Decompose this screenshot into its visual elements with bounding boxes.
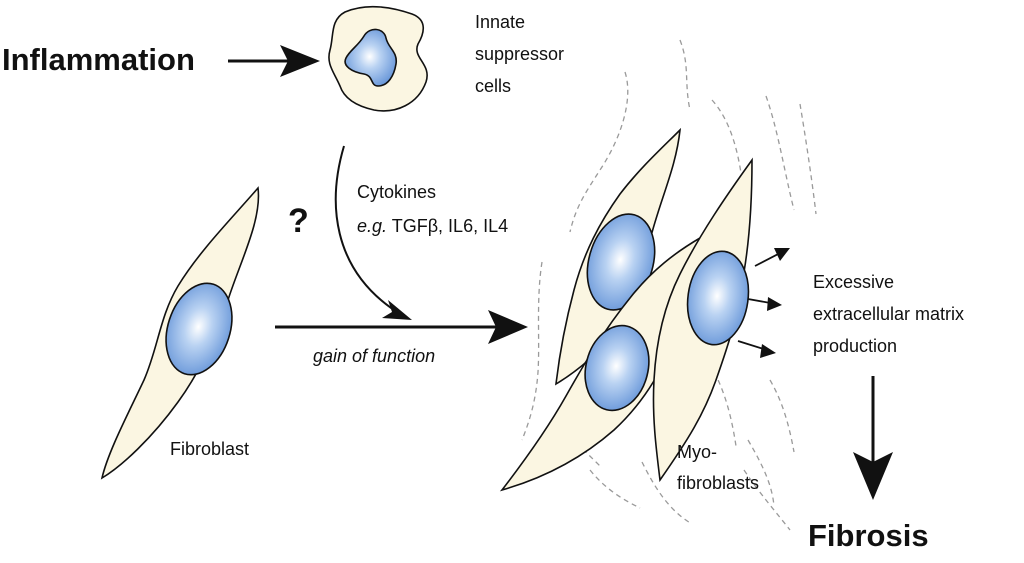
cytokines-eg: e.g. — [357, 216, 387, 236]
myofibroblast-label-line1: Myo- — [677, 442, 717, 462]
myofibroblast-cell-2 — [499, 236, 701, 492]
myofibroblast-cell-1 — [555, 127, 682, 386]
ecm-label-line2: extracellular matrix — [813, 304, 964, 324]
ecm-label-line3: production — [813, 336, 897, 356]
cytokines-label-line2: e.g. TGFβ, IL6, IL4 — [357, 216, 508, 236]
cytokine-curved-arrow — [334, 145, 412, 320]
innate-label-line2: suppressor — [475, 44, 564, 64]
innate-suppressor-cell — [328, 5, 428, 112]
cytokines-label-line1: Cytokines — [357, 182, 436, 202]
innate-label-line3: cells — [475, 76, 511, 96]
gain-of-function-arrow — [275, 310, 528, 344]
fibrosis-arrow — [853, 376, 893, 500]
myofibroblast-label-line2: fibroblasts — [677, 473, 759, 493]
fibroblast-label: Fibroblast — [170, 439, 249, 459]
cytokines-label: Cytokines e.g. TGFβ, IL6, IL4 — [357, 182, 508, 236]
ecm-label-line1: Excessive — [813, 272, 894, 292]
question-mark: ? — [288, 202, 309, 240]
fibroblast-cell — [100, 186, 260, 480]
innate-suppressor-label: Innate suppressor cells — [475, 12, 564, 96]
myofibroblast-cell-3 — [652, 157, 753, 483]
fibrosis-label: Fibrosis — [808, 518, 929, 553]
innate-label-line1: Innate — [475, 12, 525, 32]
gain-of-function-label: gain of function — [313, 346, 435, 366]
matrix-secretion-arrows — [737, 248, 790, 358]
cytokines-list: TGFβ, IL6, IL4 — [387, 216, 508, 236]
inflammation-arrow — [228, 45, 320, 77]
inflammation-label: Inflammation — [2, 42, 195, 77]
ecm-production-label: Excessive extracellular matrix productio… — [813, 272, 964, 356]
